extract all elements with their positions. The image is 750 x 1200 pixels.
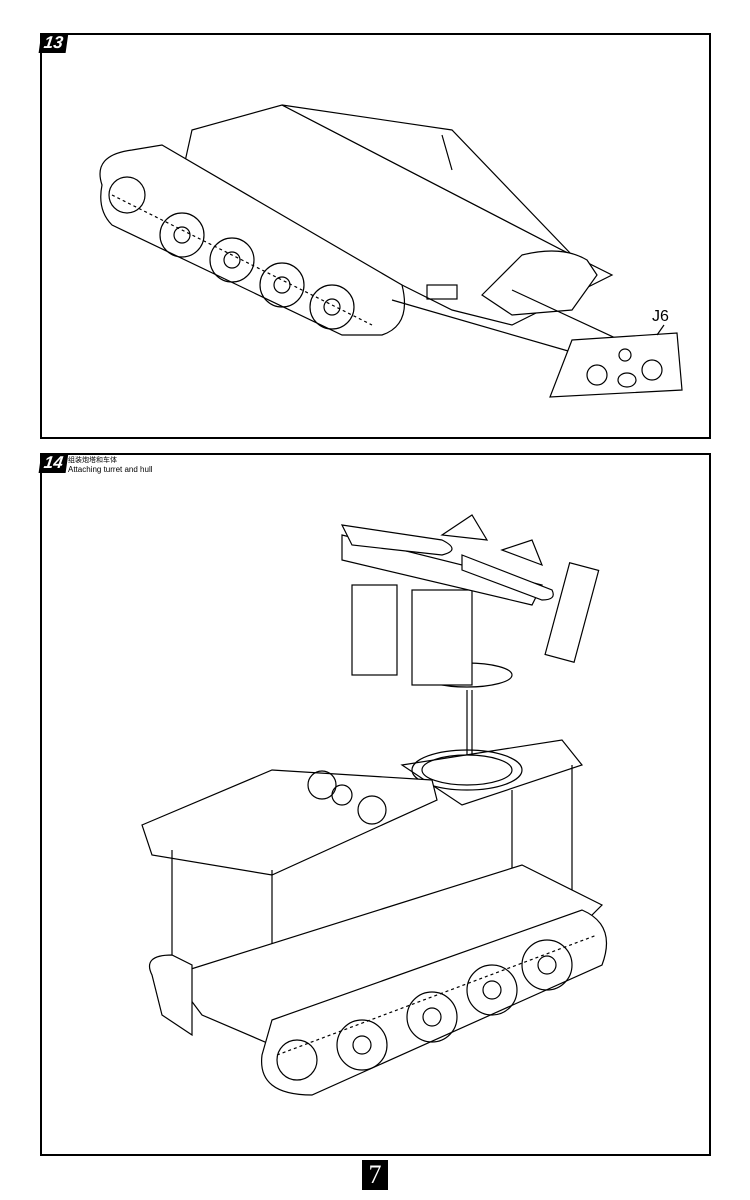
page-number: 7 xyxy=(362,1160,388,1190)
step-13-panel: 13 J6 xyxy=(38,33,711,439)
hull-rear-plate-diagram xyxy=(99,104,683,398)
caption-chinese: 组装炮塔和车体 xyxy=(68,457,117,464)
turret-hull-assembly-diagram xyxy=(141,514,608,1096)
caption-english: Attaching turret and hull xyxy=(68,465,153,474)
part-label-j6: J6 xyxy=(652,308,669,325)
step-14-panel: 14 组装炮塔和车体 Attaching turret and hull xyxy=(38,453,711,1156)
step-caption: 组装炮塔和车体 Attaching turret and hull xyxy=(68,456,153,474)
